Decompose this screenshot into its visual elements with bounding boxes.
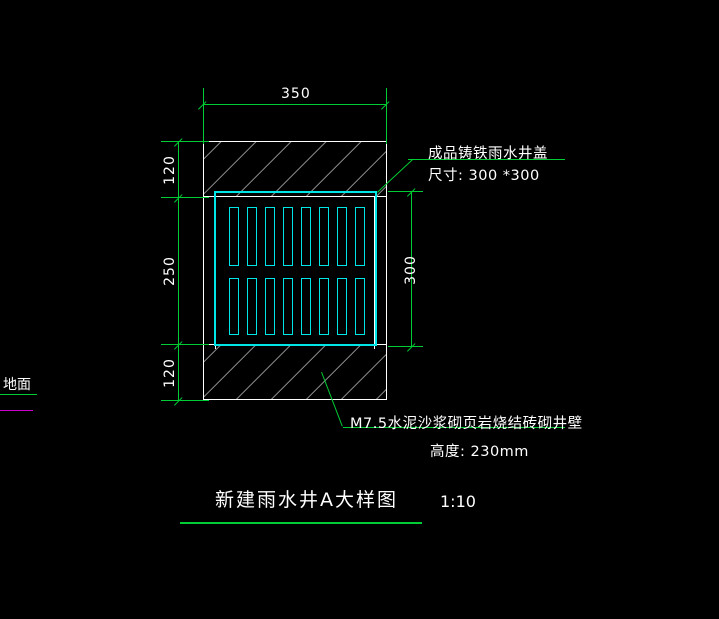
dim-line-right-opening [411,191,412,347]
note-cover-line2: 尺寸: 300 *300 [428,168,540,184]
dim-line-left-chain [178,141,179,400]
leader-wall-horizontal [343,427,565,428]
drawing-scale: 1:10 [440,492,476,511]
grate-slot [247,278,257,335]
dim-label-left-top: 120 [162,155,178,185]
grate-slot [229,278,239,335]
dim-ext-line-left-a [161,141,209,142]
dim-ext-line-right-top [388,191,423,192]
grate-slot [283,278,293,335]
note-wall-line1: M7.5水泥沙浆砌页岩烧结砖砌井壁 [350,416,583,432]
grate-slot [265,207,275,266]
ground-level-underline [0,394,37,395]
grate-slot [355,207,365,266]
masonry-top-band [203,141,387,197]
ground-level-label: 地面 [3,377,31,393]
dim-ext-line-top-right [386,88,387,144]
grate-slot [319,207,329,266]
hatch-pattern-top [204,142,386,196]
title-underline [180,522,422,524]
grate-slot [283,207,293,266]
masonry-right-wall [374,197,387,349]
dim-ext-line-left-d [161,400,209,401]
dim-ext-line-top-left [203,88,204,144]
masonry-bottom-band [203,344,387,400]
grate-slot [337,207,347,266]
dim-label-left-middle: 250 [162,256,178,286]
grate-slot [337,278,347,335]
grate-slot [247,207,257,266]
note-cover-line1: 成品铸铁雨水井盖 [428,146,548,162]
grate-slot [265,278,275,335]
leader-cover-horizontal [408,159,565,160]
dim-ext-line-left-b [161,197,209,198]
grate-slot [319,278,329,335]
dim-ext-line-left-c [161,344,209,345]
grate-slot [355,278,365,335]
dim-label-right-opening: 300 [403,255,419,285]
drawing-title: 新建雨水井A大样图 [215,489,398,511]
ground-line [0,410,33,411]
dim-label-left-bottom: 120 [162,358,178,388]
note-wall-line2: 高度: 230mm [430,444,529,460]
grate-slot [301,207,311,266]
dim-ext-line-right-bottom [388,346,423,347]
dim-line-top-width [203,104,387,105]
grate-slot [229,207,239,266]
cast-iron-grate [214,191,377,346]
hatch-pattern-bottom [204,345,386,399]
dim-label-top-width: 350 [281,86,311,102]
grate-slot [301,278,311,335]
